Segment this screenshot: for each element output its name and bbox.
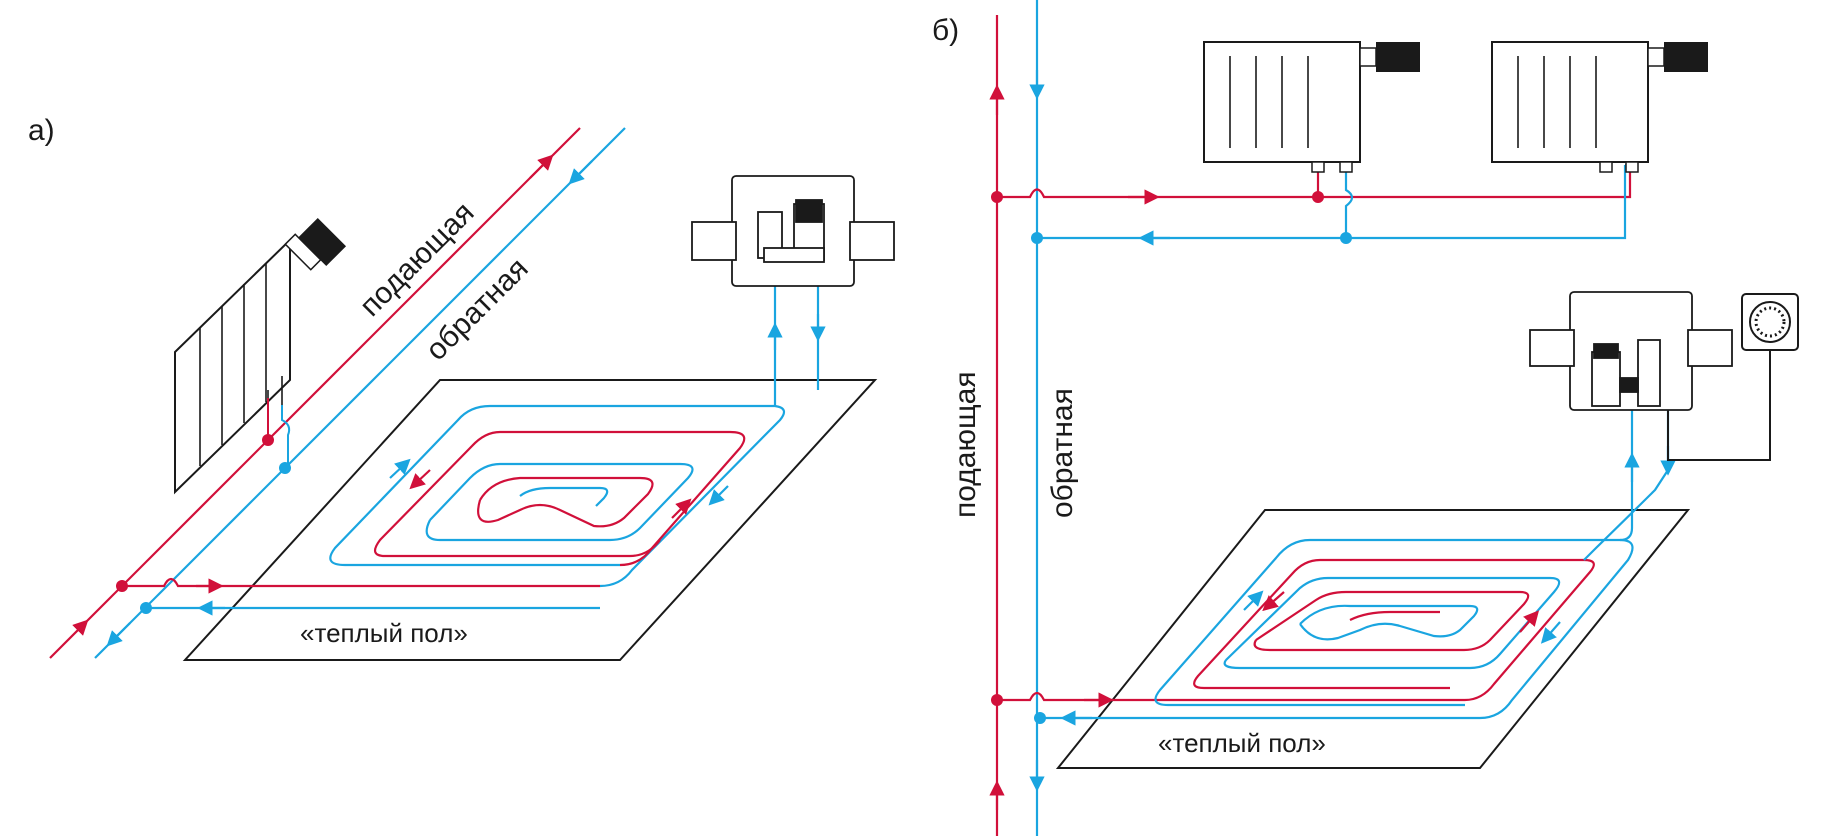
floor-coil-b [1154, 538, 1634, 720]
panel-b-label: б) [932, 14, 959, 47]
return-label-b: обратная [1046, 388, 1079, 518]
floor-label-b: «теплый пол» [1158, 728, 1326, 758]
radiator-b-1 [1203, 41, 1420, 173]
panel-b: б) подающая обратная [932, 0, 1799, 836]
supply-main-a [49, 127, 581, 659]
floor-label-a: «теплый пол» [300, 618, 468, 648]
return-main-a [94, 127, 626, 659]
room-thermostat [1741, 293, 1799, 351]
thermostatic-head-icon [1376, 42, 1420, 72]
mixing-unit-a [691, 175, 895, 287]
panel-a: а) подающая обратная [28, 114, 895, 661]
thermostatic-head-icon [1664, 42, 1708, 72]
panel-a-label: а) [28, 114, 55, 147]
mixing-unit-b [1529, 291, 1733, 411]
radiator-b-2 [1491, 41, 1708, 173]
return-label-a: обратная [420, 252, 535, 367]
thermostatic-head-icon [284, 217, 347, 271]
radiator-a [174, 217, 347, 495]
supply-label-b: подающая [949, 371, 982, 518]
floor-plate-a [182, 379, 878, 661]
floor-coil-a [329, 404, 786, 588]
floor-plate-b [1055, 509, 1691, 769]
